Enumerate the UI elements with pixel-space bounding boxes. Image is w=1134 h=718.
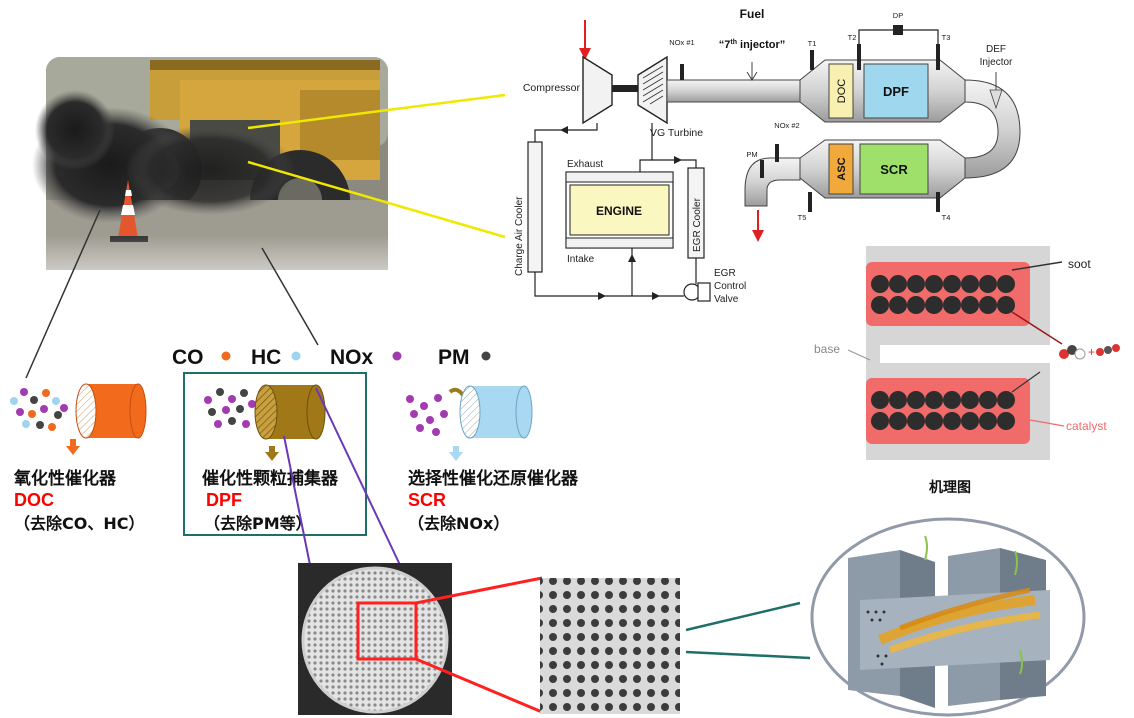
pointer-line-compressor <box>247 93 506 130</box>
doc-note: （去除CO、HC） <box>14 514 144 533</box>
injector-label: “7th injector” <box>719 39 786 51</box>
doc-down-arrow <box>66 446 80 455</box>
pointer-line-cooler <box>247 160 506 239</box>
lower-catalyst-layer <box>866 378 1030 444</box>
zoom-line-bottom <box>415 657 543 714</box>
dpf-zoom-line-right <box>315 387 401 566</box>
scr-down-arrow <box>449 452 463 461</box>
dpf-cylinder-face <box>254 384 278 440</box>
base-label: base <box>814 342 840 356</box>
t4-label: T4 <box>942 213 951 222</box>
scr-block <box>859 143 929 195</box>
charge-air-cooler-label: Charge Air Cooler <box>514 196 525 276</box>
pointer-line-doc <box>25 209 101 379</box>
nox-label: NOx <box>330 346 374 369</box>
t5-label: T5 <box>798 213 807 222</box>
dpf-note: （去除PM等） <box>204 514 312 533</box>
pm-label: PM <box>438 346 470 369</box>
egr-valve-label-1: EGR <box>714 268 736 279</box>
scr-label: SCR <box>880 162 908 177</box>
engine-schematic: Fuel “7th injector” Compressor VG Turbin… <box>514 7 1021 305</box>
nox1-label: NOx #1 <box>669 38 694 47</box>
egr-valve-label-2: Control <box>714 281 746 292</box>
exhaust-label: Exhaust <box>567 159 603 170</box>
dpf-label: DPF <box>883 84 909 99</box>
doc-cylinder-face <box>75 383 97 439</box>
wall-flow-illustration <box>810 517 1086 717</box>
engine-block <box>569 184 670 236</box>
asc-block <box>828 143 854 195</box>
doc-block <box>828 63 854 119</box>
lower-soot-spheres <box>871 391 1015 430</box>
nox2-label: NOx #2 <box>774 121 799 130</box>
teal-line-top <box>685 601 801 632</box>
soot-label: soot <box>1068 257 1091 271</box>
zoom-region-box <box>356 601 418 661</box>
doc-name-cn: 氧化性催化器 <box>13 468 117 489</box>
dpf-abbr: DPF <box>206 490 242 510</box>
scr-name-cn: 选择性催化还原催化器 <box>408 468 579 489</box>
scr-abbr: SCR <box>408 490 446 510</box>
mechanism-caption: 机理图 <box>929 479 971 496</box>
hc-dot <box>291 351 301 361</box>
dpf-particles <box>204 388 256 428</box>
dpf-highlight-box <box>183 372 367 536</box>
def-label-1: DEF <box>986 44 1006 55</box>
doc-particles <box>10 388 68 431</box>
catalyst-labels: 氧化性催化器 DOC （去除CO、HC） 催化性颗粒捕集器 DPF （去除PM等… <box>13 468 579 533</box>
dpf-name-cn: 催化性颗粒捕集器 <box>202 468 339 489</box>
honeycomb-closeup <box>540 578 680 714</box>
pm-dot <box>481 351 491 361</box>
dpf-cross-section-photo <box>298 563 452 715</box>
engine-label: ENGINE <box>596 204 642 218</box>
mechanism-diagram: + soot base catalyst 机理图 <box>814 246 1120 496</box>
catalyst-label: catalyst <box>1066 419 1107 433</box>
egr-cooler-label: EGR Cooler <box>692 197 703 252</box>
upper-soot-spheres <box>871 275 1015 314</box>
pm-sensor-label: PM <box>746 150 757 159</box>
intake-label: Intake <box>567 254 595 265</box>
dpf-down-arrow <box>265 452 279 461</box>
scr-particles <box>406 394 448 436</box>
pointer-line-dpf <box>261 247 319 346</box>
egr-valve-label-3: Valve <box>714 294 739 305</box>
asc-label: ASC <box>836 157 848 180</box>
doc-label: DOC <box>836 79 848 104</box>
def-label-2: Injector <box>980 57 1013 68</box>
upper-catalyst-layer <box>866 262 1030 326</box>
dp-label: DP <box>893 11 903 20</box>
co-dot <box>221 351 231 361</box>
co2-molecules: + <box>1059 344 1120 360</box>
dpf-block <box>863 63 929 119</box>
scr-cylinder-face <box>459 385 481 439</box>
charge-air-cooler-shape <box>527 141 543 273</box>
t2-label: T2 <box>848 33 857 42</box>
vg-turbine-label: VG Turbine <box>650 127 703 139</box>
doc-unit <box>10 383 147 455</box>
truck-photo <box>32 57 388 310</box>
scr-note: （去除NOx） <box>408 514 509 533</box>
doc-abbr: DOC <box>14 490 54 510</box>
scr-unit <box>406 385 533 461</box>
hc-label: HC <box>251 346 281 369</box>
compressor-label: Compressor <box>523 82 581 94</box>
zoom-line-top <box>415 576 543 605</box>
svg-text:+: + <box>1088 345 1095 359</box>
nox-dot <box>392 351 402 361</box>
fuel-label: Fuel <box>740 7 765 21</box>
dpf-unit <box>204 384 326 461</box>
dpf-zoom-line-left <box>283 435 311 566</box>
co-label: CO <box>172 346 204 369</box>
t3-label: T3 <box>942 33 951 42</box>
compressor-shape <box>582 55 613 125</box>
t1-label: T1 <box>808 39 817 48</box>
teal-line-bottom <box>685 650 811 660</box>
pollutant-legend: CO HC NOx PM <box>172 346 491 369</box>
